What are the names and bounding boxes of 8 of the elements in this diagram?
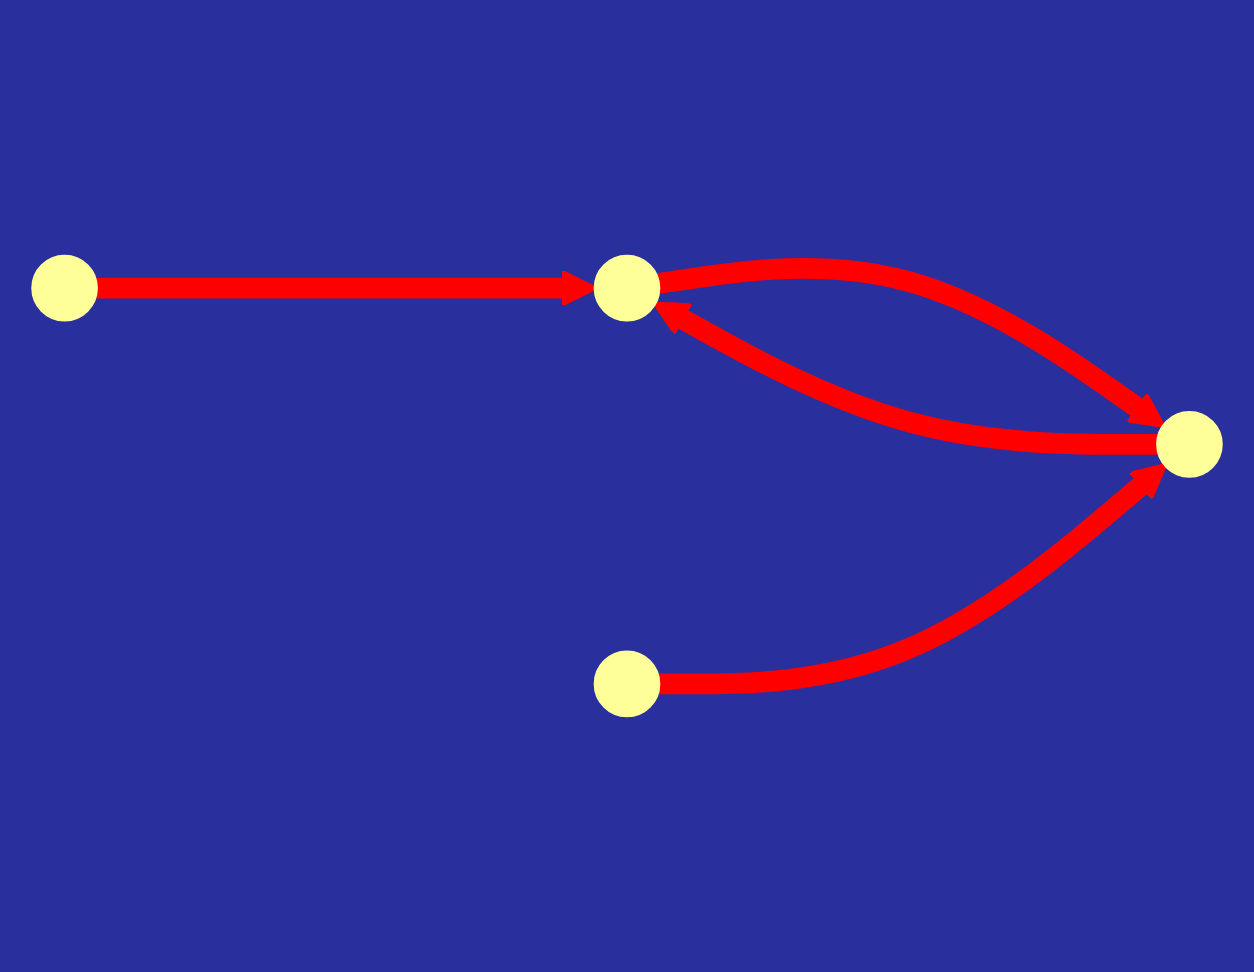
node-circle <box>593 254 661 322</box>
arrow <box>652 301 1159 455</box>
arrow <box>95 269 598 307</box>
node-circle <box>31 254 98 322</box>
node-circle <box>593 650 661 718</box>
node-circle <box>1156 411 1223 478</box>
arrow <box>658 462 1168 695</box>
arrow <box>656 257 1166 428</box>
